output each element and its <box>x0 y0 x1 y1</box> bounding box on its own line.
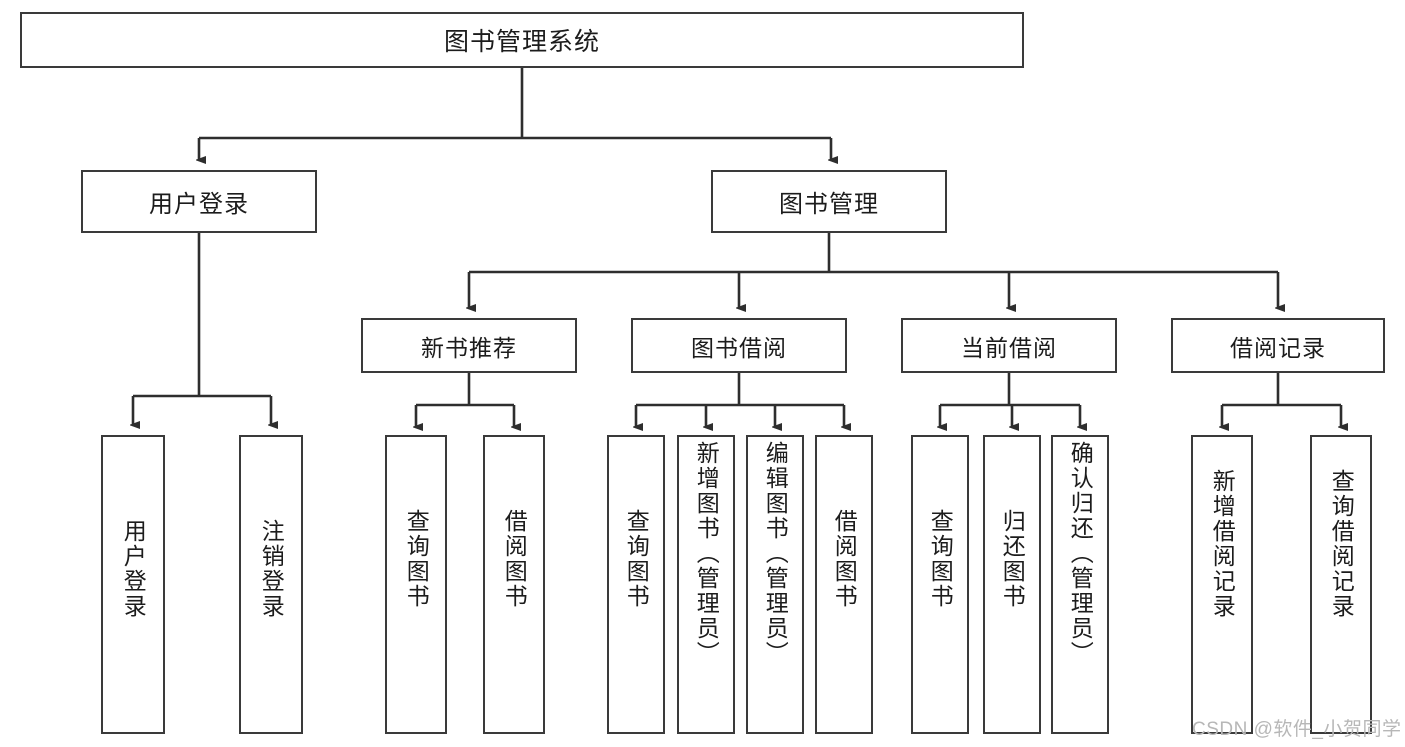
csdn-watermark: CSDN @软件_小贺同学 <box>1192 719 1402 740</box>
node-root-label: 图书管理系统 <box>443 28 600 56</box>
node-leaf-add-record[interactable]: 新增借阅记录 <box>1191 435 1253 734</box>
node-leaf-confirm-return[interactable]: 确认归还（管理员） <box>1051 435 1109 734</box>
node-leaf-query-book-rec-label: 查询图书 <box>403 509 430 609</box>
node-borrow-record[interactable]: 借阅记录 <box>1171 318 1385 373</box>
node-new-book-rec[interactable]: 新书推荐 <box>361 318 577 373</box>
node-user-login[interactable]: 用户登录 <box>81 170 317 233</box>
node-leaf-add-book-label: 新增图书（管理员） <box>693 441 720 666</box>
node-book-manage[interactable]: 图书管理 <box>711 170 947 233</box>
node-leaf-query-record-label: 查询借阅记录 <box>1328 469 1355 619</box>
node-leaf-edit-book-label: 编辑图书（管理员） <box>762 441 789 666</box>
node-book-borrow[interactable]: 图书借阅 <box>631 318 847 373</box>
node-leaf-logout-label: 注销登录 <box>258 519 285 619</box>
node-leaf-edit-book[interactable]: 编辑图书（管理员） <box>746 435 804 734</box>
node-current-borrow-label: 当前借阅 <box>961 334 1057 361</box>
node-borrow-record-label: 借阅记录 <box>1230 334 1326 361</box>
node-leaf-confirm-return-label: 确认归还（管理员） <box>1067 441 1094 666</box>
node-leaf-add-record-label: 新增借阅记录 <box>1209 469 1236 619</box>
node-book-manage-label: 图书管理 <box>779 191 879 218</box>
node-new-book-rec-label: 新书推荐 <box>421 334 517 361</box>
node-leaf-user-login-label: 用户登录 <box>120 519 147 619</box>
node-leaf-query-book-current-label: 查询图书 <box>927 509 954 609</box>
node-leaf-query-book-borrow[interactable]: 查询图书 <box>607 435 665 734</box>
node-leaf-return-book-label: 归还图书 <box>999 509 1026 609</box>
node-root[interactable]: 图书管理系统 <box>20 12 1024 68</box>
node-book-borrow-label: 图书借阅 <box>691 334 787 361</box>
node-leaf-query-book-rec[interactable]: 查询图书 <box>385 435 447 734</box>
node-leaf-user-login[interactable]: 用户登录 <box>101 435 165 734</box>
node-current-borrow[interactable]: 当前借阅 <box>901 318 1117 373</box>
node-leaf-return-book[interactable]: 归还图书 <box>983 435 1041 734</box>
node-user-login-label: 用户登录 <box>149 191 249 218</box>
node-leaf-borrow-book-rec[interactable]: 借阅图书 <box>483 435 545 734</box>
node-leaf-logout[interactable]: 注销登录 <box>239 435 303 734</box>
node-leaf-query-book-borrow-label: 查询图书 <box>623 509 650 609</box>
node-leaf-query-book-current[interactable]: 查询图书 <box>911 435 969 734</box>
node-leaf-borrow-book-rec-label: 借阅图书 <box>501 509 528 609</box>
node-leaf-borrow-book[interactable]: 借阅图书 <box>815 435 873 734</box>
node-leaf-query-record[interactable]: 查询借阅记录 <box>1310 435 1372 734</box>
node-leaf-add-book[interactable]: 新增图书（管理员） <box>677 435 735 734</box>
node-leaf-borrow-book-label: 借阅图书 <box>831 509 858 609</box>
